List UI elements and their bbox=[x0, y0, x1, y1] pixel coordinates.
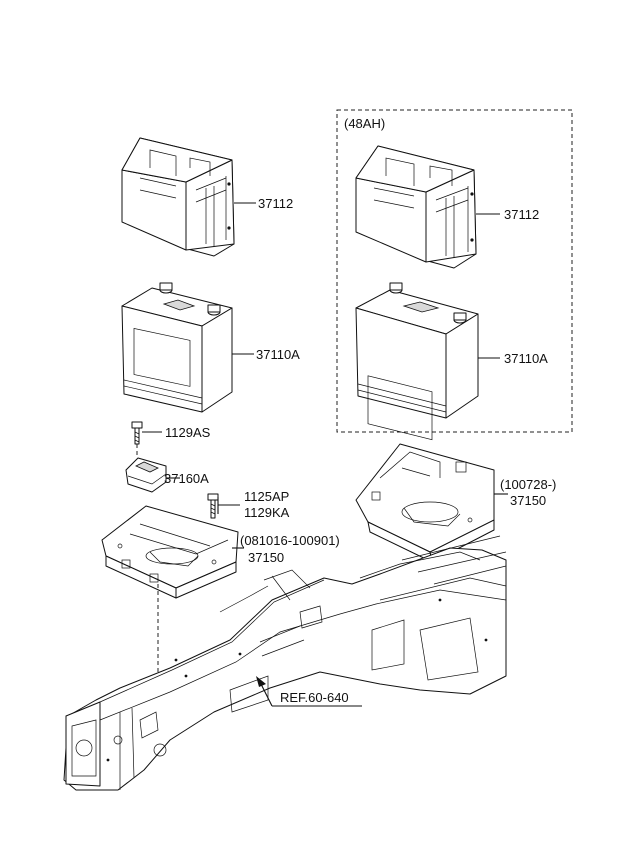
battery-clamp[interactable] bbox=[125, 457, 167, 493]
part-range-left-tray: (081016-100901) bbox=[240, 533, 340, 548]
part-number-37112-left: 37112 bbox=[258, 196, 293, 211]
part-number-37160a: 37160A bbox=[164, 471, 209, 486]
bolt-1129as[interactable] bbox=[131, 421, 143, 445]
part-range-right-tray: (100728-) bbox=[500, 477, 556, 492]
bolt-1125ap[interactable] bbox=[207, 493, 219, 519]
vehicle-frame[interactable] bbox=[63, 535, 507, 791]
variant-label: (48AH) bbox=[344, 116, 385, 131]
part-number-37150-right: 37150 bbox=[510, 493, 546, 508]
part-number-1125ap: 1125AP bbox=[244, 489, 289, 504]
part-number-37112-right: 37112 bbox=[504, 207, 539, 222]
battery-left[interactable] bbox=[121, 282, 233, 413]
battery-tray-right[interactable] bbox=[355, 443, 495, 563]
reference-label: REF.60-640 bbox=[280, 690, 349, 705]
tray-cover-right[interactable] bbox=[355, 145, 477, 269]
part-number-37110a-right: 37110A bbox=[504, 351, 548, 366]
part-number-37110a-left: 37110A bbox=[256, 347, 300, 362]
part-number-1129as: 1129AS bbox=[165, 425, 211, 440]
battery-right[interactable] bbox=[355, 282, 479, 441]
part-number-37150-left: 37150 bbox=[248, 550, 284, 565]
tray-cover-left[interactable] bbox=[121, 137, 235, 257]
part-number-1129ka: 1129KA bbox=[244, 505, 290, 520]
variant-48ah-box bbox=[336, 109, 573, 433]
battery-tray-left[interactable] bbox=[101, 505, 239, 599]
